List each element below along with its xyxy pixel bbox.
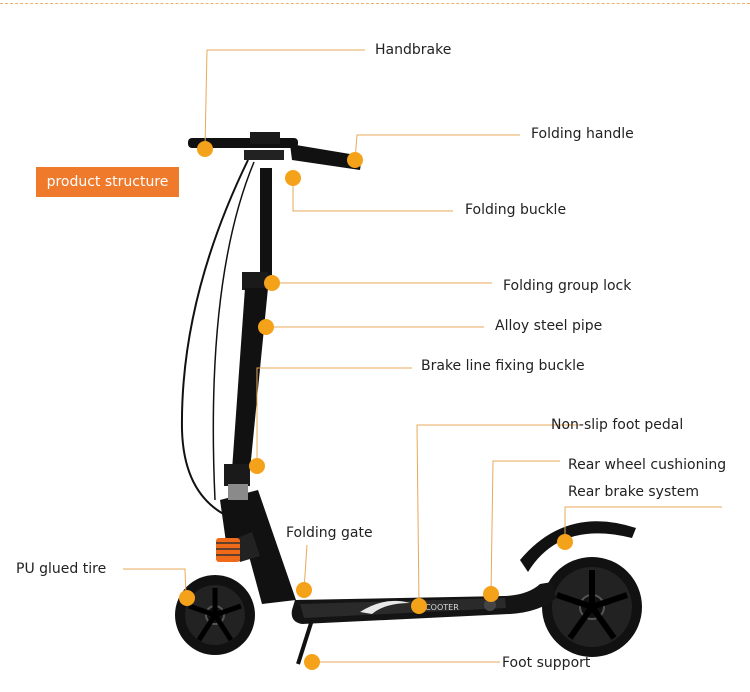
dot-non-slip-foot-pedal <box>411 598 427 614</box>
label-handbrake: Handbrake <box>375 42 452 58</box>
label-foot-support: Foot support <box>502 655 591 671</box>
dot-rear-wheel-cushioning <box>483 586 499 602</box>
deck-print: SCOOTER <box>420 603 459 612</box>
label-folding-group-lock: Folding group lock <box>503 278 632 294</box>
label-rear-wheel-cushioning: Rear wheel cushioning <box>568 457 727 473</box>
rear-fender <box>520 521 636 572</box>
label-folding-gate: Folding gate <box>286 525 373 541</box>
suspension-spring <box>216 538 240 562</box>
kickstand <box>296 619 314 665</box>
dot-rear-brake-system <box>557 534 573 550</box>
product-structure-tag: product structure <box>36 167 179 197</box>
dot-pu-glued-tire <box>179 590 195 606</box>
label-non-slip-foot-pedal: Non-slip foot pedal <box>551 417 684 433</box>
handlebar <box>188 132 362 170</box>
callout-dots <box>179 141 573 670</box>
dot-folding-gate <box>296 582 312 598</box>
dot-folding-handle <box>347 152 363 168</box>
leader-lines <box>123 49 722 663</box>
stem <box>224 168 272 500</box>
label-pu-glued-tire: PU glued tire <box>16 561 107 577</box>
rear-wheel <box>542 557 642 657</box>
dot-handbrake <box>197 141 213 157</box>
dot-folding-buckle <box>285 170 301 186</box>
label-brake-line-fixing-buckle: Brake line fixing buckle <box>421 358 585 374</box>
dot-folding-group-lock <box>264 275 280 291</box>
dot-alloy-steel-pipe <box>258 319 274 335</box>
front-frame <box>220 490 296 604</box>
label-rear-brake-system: Rear brake system <box>568 484 700 500</box>
label-folding-handle: Folding handle <box>531 126 634 142</box>
brake-cable <box>180 159 249 521</box>
top-dashed-border <box>0 3 750 4</box>
front-wheel <box>175 575 255 655</box>
label-folding-buckle: Folding buckle <box>465 202 567 218</box>
label-alloy-steel-pipe: Alloy steel pipe <box>495 318 603 334</box>
dot-foot-support <box>304 654 320 670</box>
dot-brake-line-fixing-buckle <box>249 458 265 474</box>
